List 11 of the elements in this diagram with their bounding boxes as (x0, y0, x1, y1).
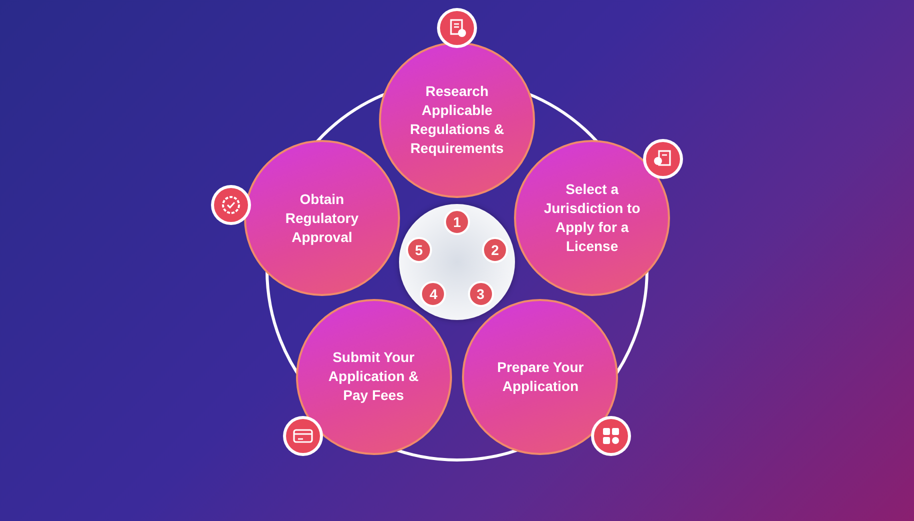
step-number: 3 (468, 281, 494, 308)
step-text: Research Applicable Regulations & Requirements (408, 82, 506, 158)
step-text: Obtain Regulatory Approval (284, 190, 360, 247)
center-disc (399, 204, 515, 320)
step-text: Select a Jurisdiction to Apply for a License (542, 180, 642, 256)
step-number: 2 (482, 236, 508, 263)
step-text: Submit Your Application & Pay Fees (327, 348, 420, 406)
step-number: 4 (420, 281, 446, 308)
step-number: 5 (406, 236, 432, 263)
step-number: 1 (444, 208, 470, 235)
step-text: Prepare Your Application (496, 358, 585, 396)
